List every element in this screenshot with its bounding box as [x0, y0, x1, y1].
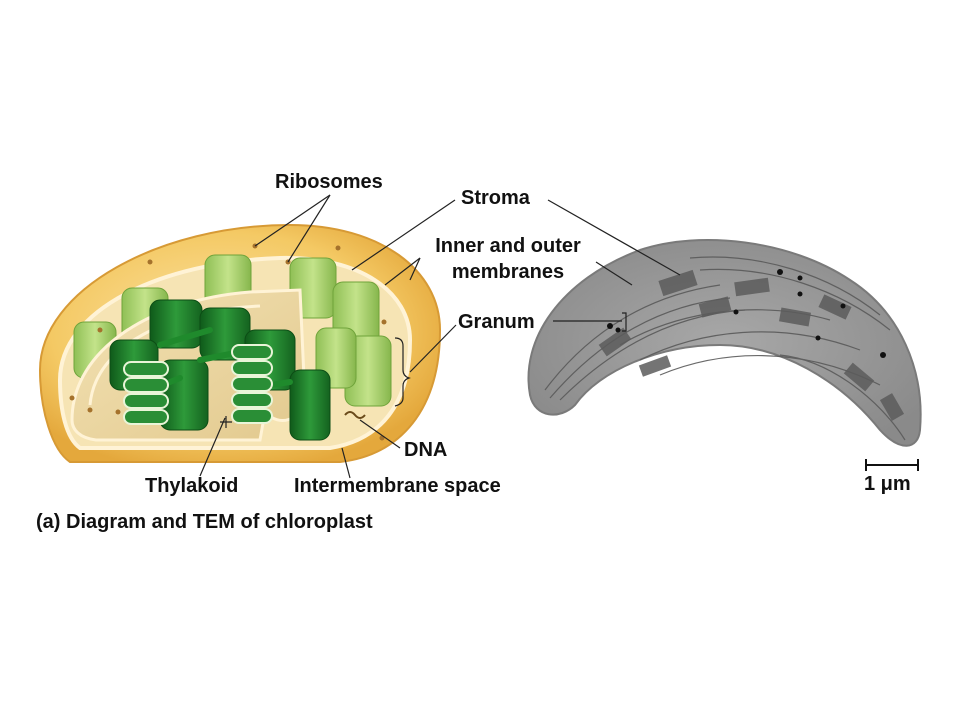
dna-label: DNA [404, 438, 447, 462]
stroma-label: Stroma [461, 186, 530, 210]
intermembrane-space-label: Intermembrane space [294, 474, 501, 498]
membranes-label-line1: Inner and outer [418, 234, 598, 258]
thylakoid-label: Thylakoid [145, 474, 238, 498]
figure-caption: (a) Diagram and TEM of chloroplast [36, 510, 373, 534]
scale-bar [866, 459, 918, 471]
membranes-label-line2: membranes [418, 260, 598, 284]
chloroplast-diagram [40, 225, 440, 462]
granum-stack-right [232, 345, 272, 423]
ribosomes-label: Ribosomes [275, 170, 383, 194]
scale-bar-label: 1 μm [864, 472, 911, 496]
granum-label: Granum [458, 310, 535, 334]
